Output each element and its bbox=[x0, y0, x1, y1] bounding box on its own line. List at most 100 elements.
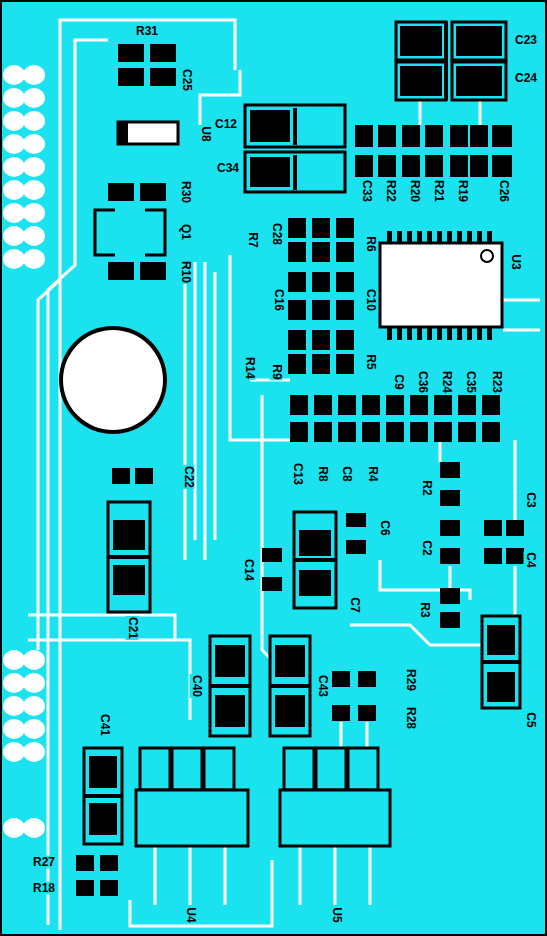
connector-finger bbox=[3, 742, 25, 762]
part-label: C10 bbox=[364, 288, 377, 312]
ic-pin bbox=[437, 231, 442, 243]
smd-pads bbox=[76, 26, 524, 896]
pin1-mark bbox=[481, 250, 493, 262]
component-body bbox=[270, 636, 310, 736]
pad bbox=[336, 218, 354, 238]
part-label: C2 bbox=[420, 539, 433, 556]
ic-pin bbox=[427, 328, 432, 340]
part-label: U8 bbox=[199, 125, 212, 142]
pad bbox=[492, 125, 512, 147]
pad bbox=[113, 520, 145, 550]
pad bbox=[108, 262, 134, 280]
connector-finger bbox=[3, 157, 25, 177]
diode-band bbox=[118, 122, 128, 144]
pad bbox=[336, 330, 354, 350]
trace bbox=[299, 846, 302, 905]
ic-pin bbox=[457, 231, 462, 243]
pad bbox=[118, 68, 144, 86]
part-label: U4 bbox=[184, 906, 197, 923]
pad bbox=[100, 880, 118, 896]
pad bbox=[262, 577, 282, 591]
pad bbox=[440, 520, 460, 536]
pad bbox=[450, 125, 468, 147]
ic-pin bbox=[417, 328, 422, 340]
polarity-bar bbox=[84, 794, 122, 798]
part-label: R14 bbox=[243, 356, 256, 380]
pad bbox=[402, 125, 420, 147]
pad bbox=[288, 272, 306, 292]
part-label: R27 bbox=[32, 856, 56, 869]
pad bbox=[312, 354, 330, 374]
pad bbox=[458, 422, 476, 442]
part-label: U3 bbox=[509, 253, 522, 270]
component-body bbox=[452, 62, 506, 100]
component-body bbox=[140, 748, 170, 790]
part-label: C23 bbox=[514, 34, 538, 47]
polarity-bar bbox=[108, 555, 150, 559]
diode-body bbox=[118, 122, 178, 144]
pad bbox=[336, 272, 354, 292]
trace bbox=[154, 846, 157, 905]
connector-finger bbox=[23, 203, 45, 223]
pad bbox=[400, 26, 442, 56]
trace bbox=[214, 272, 217, 540]
part-label: R7 bbox=[246, 231, 259, 248]
part-label: R22 bbox=[384, 179, 397, 203]
pad bbox=[250, 157, 290, 187]
component-body bbox=[245, 105, 345, 147]
connector-finger bbox=[23, 719, 45, 739]
pad bbox=[312, 218, 330, 238]
part-label: R5 bbox=[364, 353, 377, 370]
pad bbox=[89, 803, 117, 835]
ic-pin bbox=[477, 231, 482, 243]
pad bbox=[275, 695, 305, 727]
trace bbox=[130, 860, 272, 926]
pad bbox=[434, 395, 452, 415]
trace bbox=[224, 846, 227, 905]
part-label: C34 bbox=[216, 162, 240, 175]
part-label: R28 bbox=[404, 706, 417, 730]
ic-pin bbox=[467, 328, 472, 340]
pad bbox=[288, 354, 306, 374]
trace bbox=[28, 615, 175, 640]
pad bbox=[358, 705, 376, 721]
component-body bbox=[396, 62, 446, 100]
pad bbox=[150, 68, 176, 86]
part-label: C5 bbox=[524, 711, 537, 728]
pad bbox=[386, 422, 404, 442]
ic-pin bbox=[427, 231, 432, 243]
trace bbox=[38, 280, 60, 650]
trace bbox=[334, 846, 337, 905]
pad bbox=[113, 565, 145, 595]
pad bbox=[362, 395, 380, 415]
pad bbox=[378, 155, 396, 177]
pad bbox=[440, 612, 460, 628]
pad bbox=[299, 570, 331, 596]
part-label: R24 bbox=[440, 370, 453, 394]
pad bbox=[314, 395, 332, 415]
part-label: R23 bbox=[490, 370, 503, 394]
pad bbox=[332, 705, 350, 721]
part-label: C12 bbox=[214, 118, 238, 131]
part-label: R10 bbox=[179, 260, 192, 284]
ic-pin bbox=[437, 328, 442, 340]
part-label: R6 bbox=[364, 235, 377, 252]
pad bbox=[458, 395, 476, 415]
trace bbox=[514, 566, 517, 616]
part-label: R19 bbox=[456, 179, 469, 203]
polarity-bar bbox=[294, 558, 336, 562]
part-label: R4 bbox=[366, 465, 379, 482]
polarity-bars bbox=[84, 22, 520, 796]
ic-pin bbox=[407, 231, 412, 243]
polarity-bar bbox=[444, 22, 448, 100]
part-label: C8 bbox=[340, 465, 353, 482]
component-body bbox=[482, 616, 520, 708]
connector-finger bbox=[3, 249, 25, 269]
pad bbox=[355, 125, 373, 147]
part-label: C40 bbox=[190, 674, 203, 698]
trace bbox=[204, 262, 207, 560]
connector-finger bbox=[3, 696, 25, 716]
trace bbox=[189, 846, 192, 905]
component-body bbox=[108, 502, 150, 612]
pad bbox=[76, 880, 94, 896]
